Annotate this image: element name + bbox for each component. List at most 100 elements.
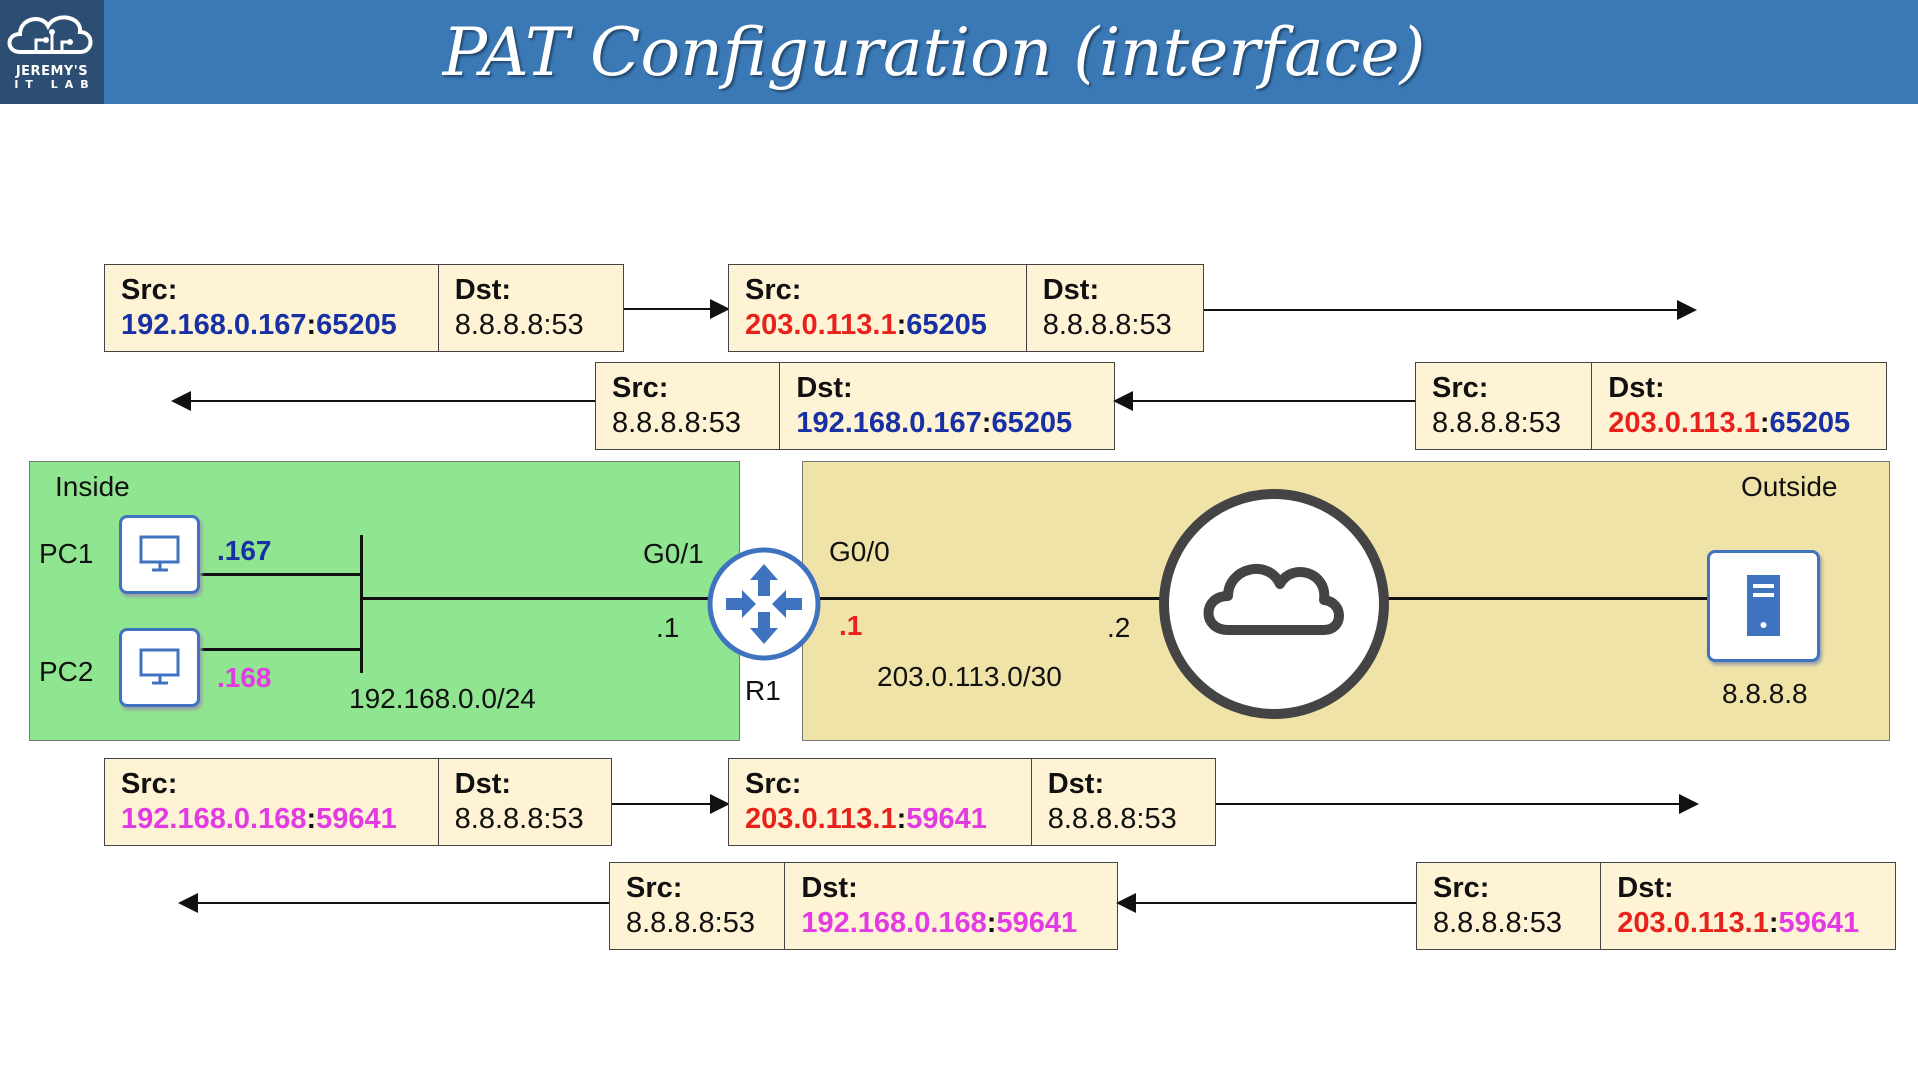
src-label: Src xyxy=(626,872,673,904)
dst-label: Dst xyxy=(454,768,502,800)
dst-port: 59641 xyxy=(1778,907,1860,939)
arrow-left xyxy=(171,391,595,411)
pc2-label: PC2 xyxy=(39,656,94,687)
pc2-device[interactable] xyxy=(119,628,200,707)
pc1-label: PC1 xyxy=(39,538,94,569)
colon: : xyxy=(306,803,317,835)
colon: : xyxy=(1094,768,1105,800)
arrow-right xyxy=(624,299,730,319)
colon: : xyxy=(1663,872,1674,904)
inside-label: Inside xyxy=(55,471,130,502)
router-inside-interface: G0/1 xyxy=(643,538,704,569)
router-inside-ip: .1 xyxy=(656,612,680,643)
packet-pc1-outside-return: Src: 8.8.8.8:53 Dst: 203.0.113.1:65205 xyxy=(1415,362,1887,450)
src-port: 65205 xyxy=(316,309,397,341)
src-socket: 8.8.8.8:53 xyxy=(612,407,741,439)
logo-line-1: JEREMY'S xyxy=(15,64,89,79)
logo-line-2: IT LAB xyxy=(14,78,96,91)
dst-socket: 8.8.8.8:53 xyxy=(1047,803,1177,835)
colon: : xyxy=(896,803,907,835)
dst-label: Dst xyxy=(1608,372,1655,404)
cloud-circuit-icon xyxy=(7,15,93,54)
src-socket: 8.8.8.8:53 xyxy=(1432,407,1561,439)
server-icon xyxy=(1747,575,1780,636)
colon: : xyxy=(167,274,178,306)
src-label: Src xyxy=(745,768,792,800)
dst-socket: 8.8.8.8:53 xyxy=(1042,309,1172,341)
colon: : xyxy=(501,274,512,306)
src-port: 59641 xyxy=(906,803,987,835)
wan-link xyxy=(820,597,1160,600)
arrow-left xyxy=(178,893,609,913)
dns-server-ip: 8.8.8.8 xyxy=(1722,678,1808,709)
colon: : xyxy=(1759,407,1770,439)
router-label: R1 xyxy=(745,675,781,706)
dst-label: Dst xyxy=(454,274,502,306)
src-label: Src xyxy=(612,372,659,404)
dst-label: Dst xyxy=(1617,872,1664,904)
inside-subnet-label: 192.168.0.0/24 xyxy=(349,683,536,714)
src-label: Src xyxy=(1432,372,1479,404)
colon: : xyxy=(672,872,683,904)
dst-socket: 8.8.8.8:53 xyxy=(454,803,584,835)
arrow-left xyxy=(1113,391,1415,411)
colon: : xyxy=(501,768,512,800)
lan-to-router-link xyxy=(362,597,718,600)
dst-label: Dst xyxy=(801,872,849,904)
packet-pc1-outside-outbound: Src: 203.0.113.1:65205 Dst: 8.8.8.8:53 xyxy=(728,264,1204,352)
src-ip: 203.0.113.1 xyxy=(745,309,897,341)
wan-subnet-label: 203.0.113.0/30 xyxy=(877,661,1062,692)
src-socket: 8.8.8.8:53 xyxy=(626,907,755,939)
packet-pc2-outside-return: Src: 8.8.8.8:53 Dst: 203.0.113.1:59641 xyxy=(1416,862,1896,950)
packet-pc2-outside-outbound: Src: 203.0.113.1:59641 Dst: 8.8.8.8:53 xyxy=(728,758,1216,846)
dst-label: Dst xyxy=(796,372,844,404)
colon: : xyxy=(981,407,992,439)
dst-ip: 203.0.113.1 xyxy=(1617,907,1769,939)
src-label: Src xyxy=(745,274,792,306)
colon: : xyxy=(791,768,802,800)
colon: : xyxy=(1478,372,1489,404)
pc2-link xyxy=(200,648,362,651)
colon: : xyxy=(896,309,907,341)
router-outside-ip: .1 xyxy=(839,610,863,641)
dns-server-device[interactable] xyxy=(1707,550,1820,662)
cloud-icon xyxy=(1159,489,1389,719)
colon: : xyxy=(1479,872,1490,904)
arrow-right xyxy=(1216,794,1699,814)
colon: : xyxy=(791,274,802,306)
pc-monitor-icon xyxy=(139,648,180,685)
dst-port: 65205 xyxy=(991,407,1073,439)
src-label: Src xyxy=(121,274,168,306)
colon: : xyxy=(1655,372,1665,404)
colon: : xyxy=(167,768,178,800)
dst-port: 65205 xyxy=(1769,407,1851,439)
src-port: 59641 xyxy=(316,803,397,835)
packet-pc1-inside-return: Src: 8.8.8.8:53 Dst: 192.168.0.167:65205 xyxy=(595,362,1115,450)
colon: : xyxy=(306,309,317,341)
lan-switch-bus xyxy=(360,535,363,673)
packet-pc1-inside-outbound: Src: 192.168.0.167:65205 Dst: 8.8.8.8:53 xyxy=(104,264,624,352)
title-bar: JEREMY'S IT LAB PAT Configuration (inter… xyxy=(0,0,1918,104)
dst-label: Dst xyxy=(1042,274,1090,306)
pc1-link xyxy=(200,573,362,576)
router-outside-interface: G0/0 xyxy=(829,536,890,567)
packet-pc2-inside-outbound: Src: 192.168.0.168:59641 Dst: 8.8.8.8:53 xyxy=(104,758,612,846)
outside-label: Outside xyxy=(1741,471,1838,502)
pc2-host-ip: .168 xyxy=(217,662,272,693)
logo: JEREMY'S IT LAB xyxy=(0,0,104,104)
colon: : xyxy=(658,372,669,404)
router-icon[interactable] xyxy=(706,546,822,662)
colon: : xyxy=(843,372,853,404)
dst-label: Dst xyxy=(1047,768,1095,800)
src-ip: 192.168.0.168 xyxy=(121,803,307,835)
isp-ip: .2 xyxy=(1107,612,1131,643)
pc1-host-ip: .167 xyxy=(217,535,272,566)
arrow-right xyxy=(612,794,730,814)
src-ip: 203.0.113.1 xyxy=(745,803,897,835)
src-socket: 8.8.8.8:53 xyxy=(1433,907,1562,939)
pc1-device[interactable] xyxy=(119,515,200,594)
src-label: Src xyxy=(121,768,168,800)
colon: : xyxy=(986,907,997,939)
dst-socket: 8.8.8.8:53 xyxy=(454,309,584,341)
pc-monitor-icon xyxy=(139,535,180,572)
